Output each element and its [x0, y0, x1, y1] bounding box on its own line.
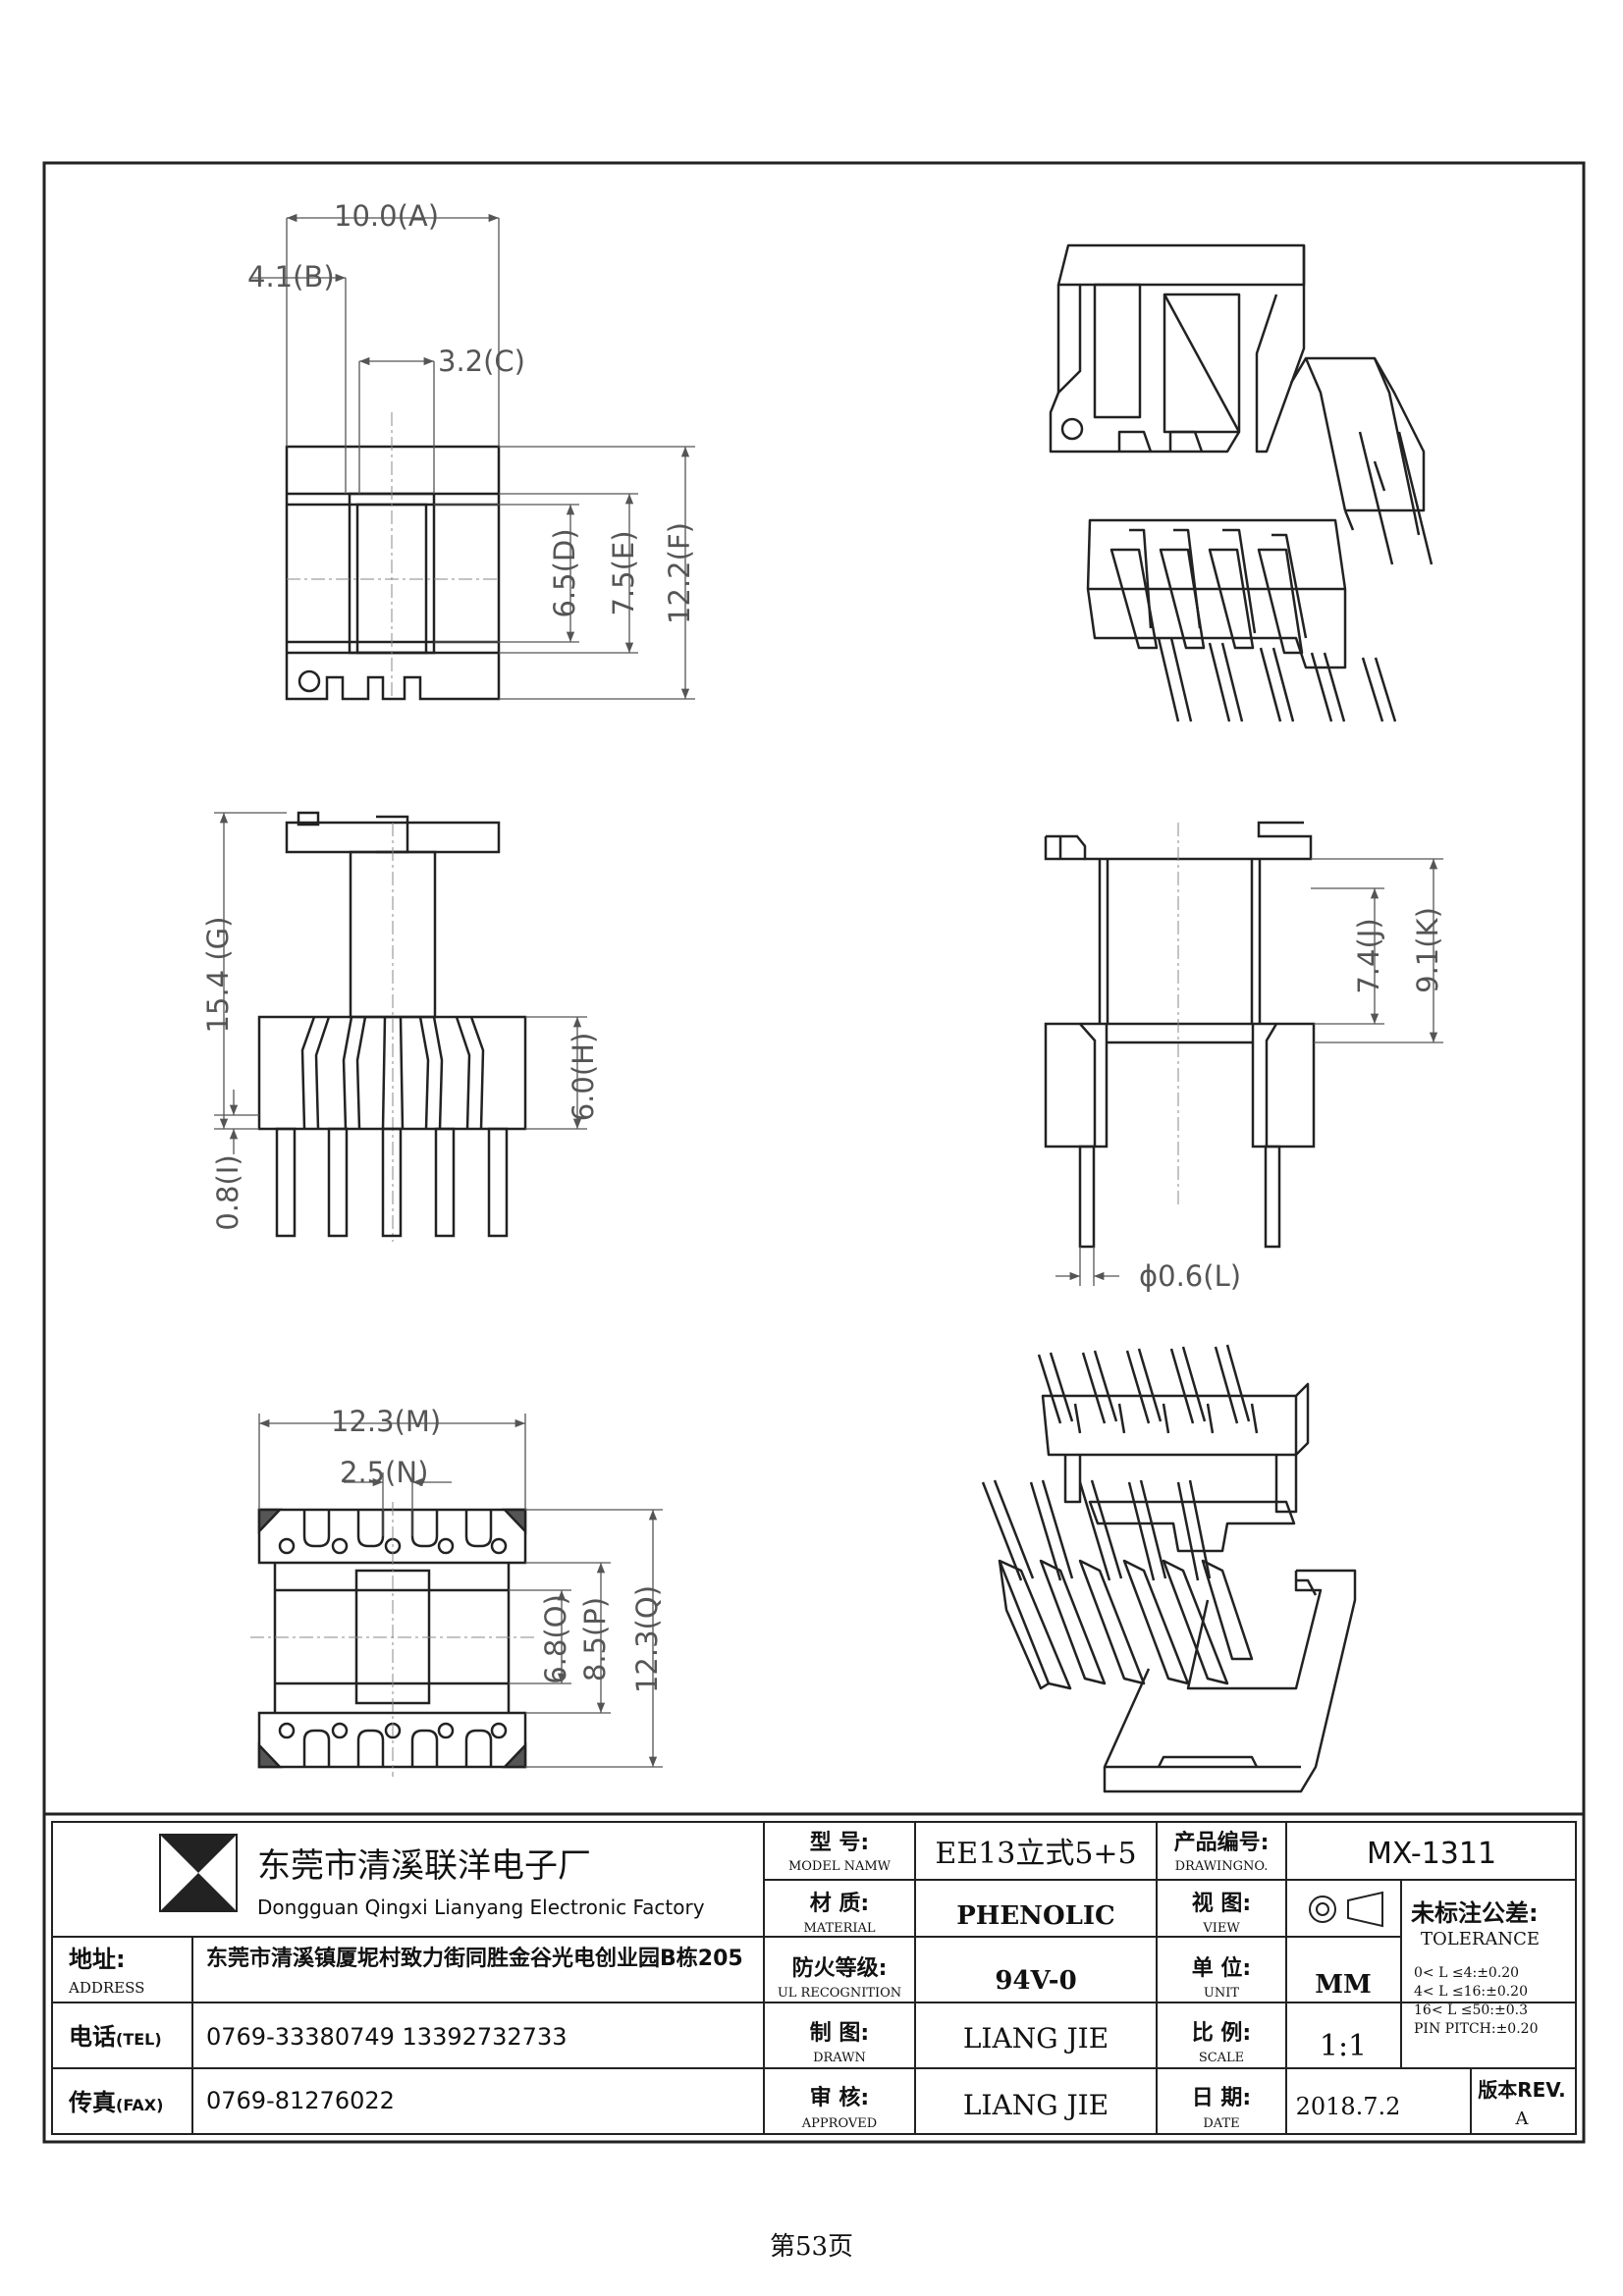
isometric-view-bottom — [981, 1344, 1357, 1793]
dim-d: 6.5(D) — [548, 528, 581, 617]
drawn-value: LIANG JIE — [963, 2022, 1109, 2055]
dim-c: 3.2(C) — [438, 345, 525, 378]
dim-a: 10.0(A) — [334, 199, 439, 233]
model-label-en: MODEL NAMW — [788, 1859, 892, 1874]
company-logo — [159, 1834, 238, 1912]
material-value: PHENOLIC — [956, 1901, 1114, 1931]
fax-value: 0769-81276022 — [206, 2087, 395, 2114]
bottom-view-dimensions — [258, 1414, 663, 1768]
ul-label-cn: 防火等级: — [792, 1955, 888, 1981]
tolerance-line-1: 0< L ≤4:±0.20 — [1414, 1965, 1519, 1981]
dim-q: 12.3(Q) — [630, 1585, 664, 1693]
isometric-view-top — [1049, 243, 1434, 722]
tolerance-line-4: PIN PITCH:±0.20 — [1414, 2021, 1538, 2037]
company-name-en: Dongguan Qingxi Lianyang Electronic Fact… — [257, 1896, 705, 1919]
tel-label-cn: 电话 — [69, 2023, 116, 2051]
top-view-dimensions — [250, 213, 695, 700]
material-label-cn: 材 质: — [810, 1892, 869, 1916]
approved-value: LIANG JIE — [963, 2089, 1109, 2121]
company-name-cn: 东莞市清溪联洋电子厂 — [257, 1846, 591, 1886]
model-value: EE13立式5+5 — [935, 1837, 1136, 1871]
dim-f: 12.2(F) — [663, 522, 696, 624]
date-label-en: DATE — [1203, 2116, 1239, 2131]
rev-label: 版本REV. — [1478, 2078, 1566, 2102]
address-label-en: ADDRESS — [68, 1979, 144, 1997]
page-number: 第53页 — [769, 2232, 854, 2262]
unit-label-cn: 单 位: — [1192, 1955, 1251, 1981]
fax-label-cn: 传真 — [68, 2089, 116, 2116]
dim-n: 2.5(N) — [340, 1456, 428, 1489]
dim-g: 15.4 (G) — [201, 917, 235, 1034]
address-value: 东莞市清溪镇厦坭村致力街同胜金谷光电创业园B栋205 — [206, 1946, 743, 1971]
front-view-dimensions — [214, 812, 587, 1154]
dim-l: ϕ0.6(L) — [1139, 1259, 1241, 1293]
front-view — [257, 811, 527, 1242]
dim-o: 6.8(O) — [539, 1594, 572, 1684]
scale-label-en: SCALE — [1199, 2051, 1244, 2065]
tolerance-label-en: TOLERANCE — [1421, 1929, 1540, 1949]
tolerance-line-2: 4< L ≤16:±0.20 — [1414, 1984, 1528, 2000]
top-view — [285, 412, 501, 701]
view-label-cn: 视 图: — [1192, 1891, 1251, 1916]
scale-label-cn: 比 例: — [1192, 2021, 1251, 2046]
date-label-cn: 日 期: — [1192, 2086, 1251, 2110]
material-label-en: MATERIAL — [803, 1921, 875, 1936]
title-block-lines — [42, 1812, 1586, 2144]
tolerance-line-3: 16< L ≤50:±0.3 — [1414, 2002, 1528, 2018]
bottom-view — [250, 1502, 535, 1777]
dim-b: 4.1(B) — [247, 260, 335, 294]
side-view — [1044, 821, 1316, 1249]
tel-value: 0769-33380749 13392732733 — [206, 2023, 568, 2051]
unit-label-en: UNIT — [1204, 1986, 1239, 2001]
drawn-label-cn: 制 图: — [810, 2021, 869, 2046]
dim-j: 7.4(J) — [1352, 918, 1385, 993]
drawingno-label-cn: 产品编号: — [1174, 1830, 1270, 1855]
date-value: 2018.7.2 — [1296, 2093, 1401, 2120]
ul-value: 94V-0 — [995, 1966, 1076, 1996]
dim-m: 12.3(M) — [331, 1405, 441, 1438]
side-view-dimensions — [1055, 858, 1443, 1286]
drawingno-value: MX-1311 — [1367, 1837, 1496, 1871]
approved-label-cn: 审 核: — [810, 2085, 869, 2110]
model-label-cn: 型 号: — [810, 1831, 869, 1855]
dim-i: 0.8(I) — [211, 1154, 244, 1230]
dim-k: 9.1(K) — [1411, 907, 1444, 993]
dim-h: 6.0(H) — [567, 1033, 600, 1122]
tolerance-label-cn: 未标注公差: — [1411, 1899, 1539, 1927]
fax-label-en: (FAX) — [116, 2096, 163, 2114]
drawingno-label-en: DRAWINGNO. — [1175, 1859, 1269, 1874]
scale-value: 1:1 — [1320, 2029, 1367, 2063]
unit-value: MM — [1315, 1970, 1372, 2000]
drawn-label-en: DRAWN — [813, 2051, 866, 2065]
approved-label-en: APPROVED — [801, 2116, 877, 2131]
tel-label-en: (TEL) — [116, 2030, 162, 2049]
view-label-en: VIEW — [1202, 1921, 1240, 1936]
dim-e: 7.5(E) — [607, 530, 640, 615]
rev-value: A — [1515, 2109, 1530, 2129]
ul-label-en: UL RECOGNITION — [778, 1986, 901, 2001]
address-label-cn: 地址: — [69, 1946, 126, 1973]
third-angle-projection-icon — [1309, 1891, 1383, 1928]
dim-p: 8.5(P) — [578, 1597, 612, 1682]
